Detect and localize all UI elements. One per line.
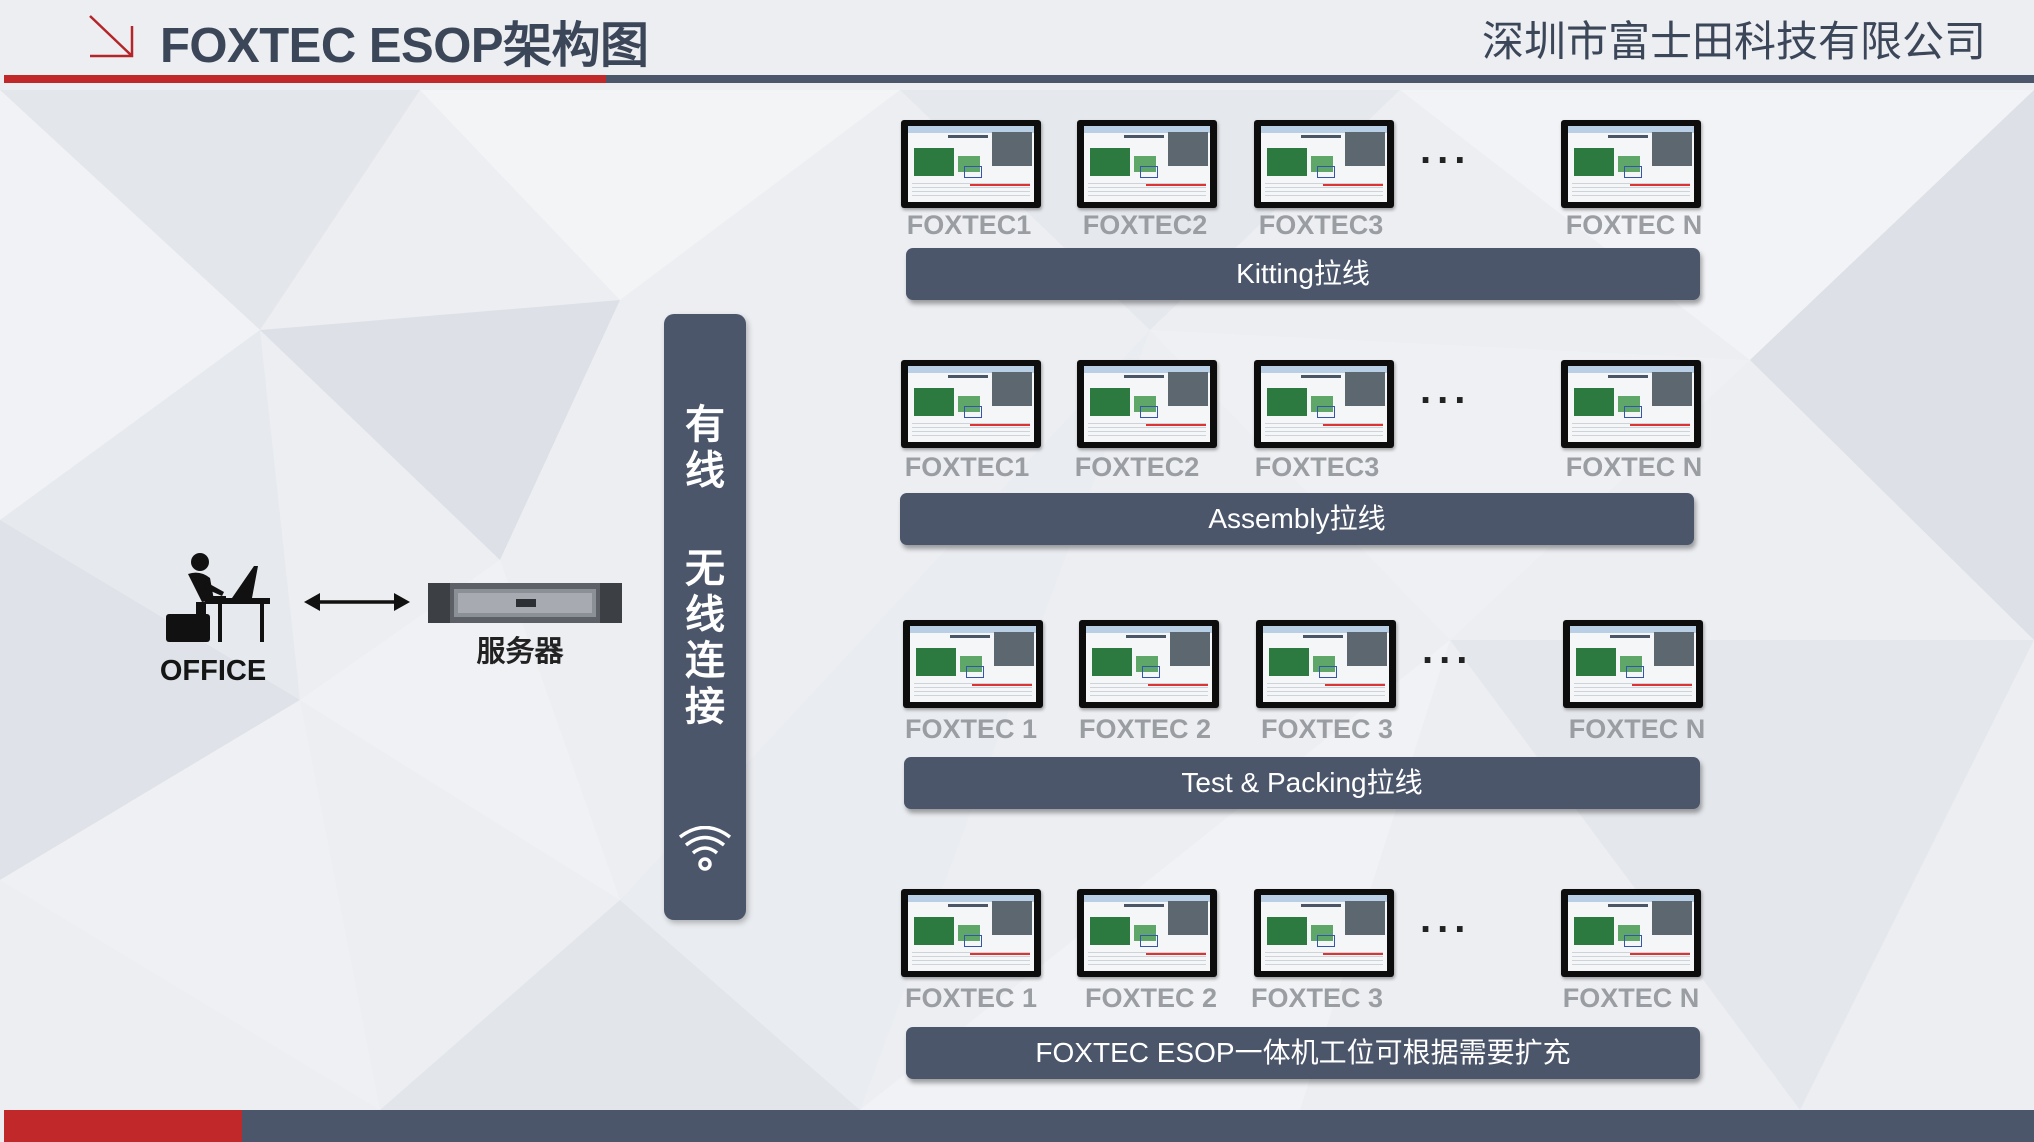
header-rule	[606, 75, 2034, 83]
production-line-label: FOXTEC ESOP一体机工位可根据需要扩充	[906, 1027, 1700, 1079]
terminal-monitor-icon	[1077, 360, 1217, 448]
terminal-label: FOXTEC N	[1565, 210, 1703, 240]
terminal-monitor-icon	[1254, 889, 1394, 977]
ellipsis: ...	[1420, 368, 1472, 412]
terminal-label: FOXTEC N	[1568, 714, 1706, 744]
diagonal-arrow-icon	[89, 15, 134, 58]
terminal-monitor-icon	[1254, 120, 1394, 208]
ellipsis: ...	[1420, 128, 1472, 172]
terminal-label: FOXTEC1	[906, 210, 1032, 240]
footer-bar	[242, 1110, 2034, 1142]
ellipsis: ...	[1420, 897, 1472, 941]
terminal-label: FOXTEC3	[1258, 210, 1384, 240]
terminal-monitor-icon	[901, 120, 1041, 208]
production-line-label: Kitting拉线	[906, 248, 1700, 300]
ellipsis: ...	[1422, 628, 1474, 672]
terminal-monitor-icon	[903, 620, 1043, 708]
terminal-label: FOXTEC1	[904, 452, 1030, 482]
terminal-monitor-icon	[1561, 889, 1701, 977]
terminal-label: FOXTEC 1	[904, 714, 1038, 744]
production-line-label: Test & Packing拉线	[904, 757, 1700, 809]
terminal-monitor-icon	[1561, 360, 1701, 448]
terminal-label: FOXTEC 3	[1250, 983, 1384, 1013]
terminal-monitor-icon	[1561, 120, 1701, 208]
terminal-label: FOXTEC2	[1082, 210, 1208, 240]
header-accent-bar	[4, 75, 606, 83]
terminal-monitor-icon	[1077, 889, 1217, 977]
connection-bar: 有线 无线连接	[664, 314, 746, 920]
terminal-monitor-icon	[1079, 620, 1219, 708]
terminal-monitor-icon	[1563, 620, 1703, 708]
production-line-label: Assembly拉线	[900, 493, 1694, 545]
page-title: FOXTEC ESOP架构图	[160, 19, 649, 73]
terminal-monitor-icon	[1256, 620, 1396, 708]
terminal-monitor-icon	[1254, 360, 1394, 448]
office-worker-icon	[166, 553, 270, 642]
server-rack-icon	[428, 583, 622, 623]
terminal-label: FOXTEC N	[1565, 452, 1703, 482]
double-arrow-icon	[304, 593, 410, 611]
terminal-label: FOXTEC3	[1254, 452, 1380, 482]
terminal-label: FOXTEC 2	[1084, 983, 1218, 1013]
terminal-monitor-icon	[901, 360, 1041, 448]
office-label: OFFICE	[159, 655, 267, 687]
wired-label: 有线	[685, 403, 725, 493]
server-label: 服务器	[476, 636, 564, 668]
terminal-monitor-icon	[1077, 120, 1217, 208]
terminal-monitor-icon	[901, 889, 1041, 977]
wireless-label: 无线连接	[685, 547, 725, 729]
terminal-label: FOXTEC 3	[1260, 714, 1394, 744]
terminal-label: FOXTEC N	[1562, 983, 1700, 1013]
terminal-label: FOXTEC 2	[1078, 714, 1212, 744]
company-name: 深圳市富士田科技有限公司	[1482, 18, 1987, 65]
footer-accent-bar	[4, 1110, 242, 1142]
terminal-label: FOXTEC 1	[904, 983, 1038, 1013]
wifi-icon	[678, 826, 732, 871]
terminal-label: FOXTEC2	[1074, 452, 1200, 482]
